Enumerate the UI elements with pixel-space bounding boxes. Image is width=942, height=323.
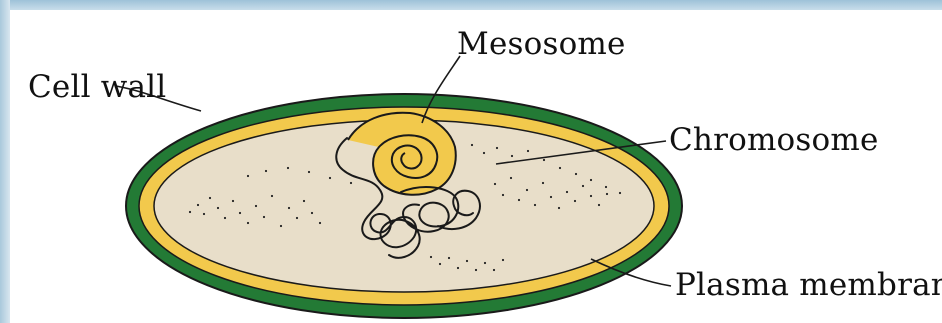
chromosome-label: Chromosome <box>669 125 879 156</box>
mesosome-label: Mesosome <box>457 29 626 60</box>
cell-wall-label: Cell wall <box>28 72 166 103</box>
plasma-membrane-label: Plasma membrane <box>675 270 942 301</box>
